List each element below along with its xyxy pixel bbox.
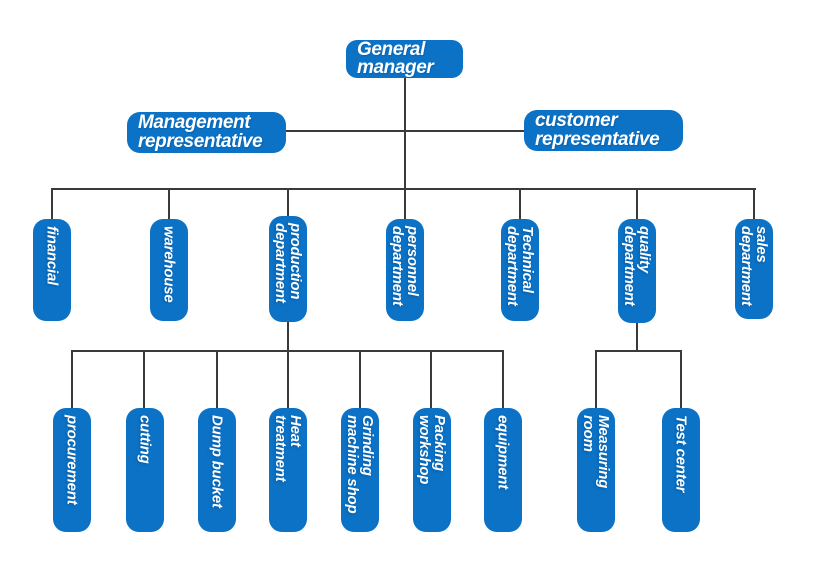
connector-drop-quality (636, 188, 638, 219)
node-packing-workshop: Packing workshop (413, 408, 451, 532)
node-procurement: procurement (53, 408, 91, 532)
node-dump-bucket: Dump bucket (198, 408, 236, 532)
connector-drop-measuring (595, 350, 597, 408)
connector-drop-dump-bucket (216, 350, 218, 408)
node-financial-label: financial (43, 226, 61, 286)
node-production-department: production department (269, 216, 307, 322)
node-technical-department: Technical department (501, 219, 539, 321)
connector-drop-grinding (359, 350, 361, 408)
connector-departments-bus (51, 188, 756, 190)
connector-production-trunk (287, 320, 289, 408)
node-heat-treatment: Heat treatment (269, 408, 307, 532)
node-measuring-room-label: Measuring room (580, 415, 612, 489)
connector-quality-trunk (636, 320, 638, 351)
node-customer-representative-label: customer representative (535, 110, 660, 150)
node-dump-bucket-label: Dump bucket (208, 415, 226, 508)
node-grinding-machine-shop: Grinding machine shop (341, 408, 379, 532)
node-cutting: cutting (126, 408, 164, 532)
node-personnel-department: personnel department (386, 219, 424, 321)
connector-drop-test-center (680, 350, 682, 408)
node-customer-representative: customer representative (524, 110, 683, 151)
node-equipment: equipment (484, 408, 522, 532)
connector-drop-technical (519, 188, 521, 219)
node-heat-treatment-label: Heat treatment (272, 415, 304, 482)
connector-drop-equipment (502, 350, 504, 408)
node-financial: financial (33, 219, 71, 321)
connector-drop-financial (51, 188, 53, 219)
connector-drop-production (287, 188, 289, 219)
node-management-representative: Management representative (127, 112, 286, 153)
node-measuring-room: Measuring room (577, 408, 615, 532)
connector-drop-packing (430, 350, 432, 408)
node-sales-department-label: sales department (738, 226, 770, 306)
node-general-manager: General manager (346, 40, 463, 78)
connector-production-bus (71, 350, 504, 352)
connector-drop-warehouse (168, 188, 170, 219)
node-quality-department-label: quality department (621, 226, 653, 306)
connector-representatives (285, 130, 525, 132)
node-equipment-label: equipment (494, 415, 512, 490)
node-procurement-label: procurement (63, 415, 81, 505)
node-sales-department: sales department (735, 219, 773, 319)
node-cutting-label: cutting (136, 415, 154, 464)
node-production-department-label: production department (272, 223, 304, 303)
node-general-manager-label: General manager (357, 38, 434, 78)
node-grinding-machine-shop-label: Grinding machine shop (344, 415, 376, 514)
node-packing-workshop-label: Packing workshop (416, 415, 448, 485)
connector-drop-sales (753, 188, 755, 219)
node-personnel-department-label: personnel department (389, 226, 421, 306)
node-technical-department-label: Technical department (504, 226, 536, 306)
node-test-center-label: Test center (672, 415, 690, 493)
connector-drop-procurement (71, 350, 73, 408)
node-warehouse: warehouse (150, 219, 188, 321)
connector-root-trunk (404, 78, 406, 220)
node-quality-department: quality department (618, 219, 656, 323)
connector-drop-cutting (143, 350, 145, 408)
node-test-center: Test center (662, 408, 700, 532)
node-management-representative-label: Management representative (138, 112, 263, 152)
connector-quality-bus (595, 350, 682, 352)
node-warehouse-label: warehouse (160, 226, 178, 303)
